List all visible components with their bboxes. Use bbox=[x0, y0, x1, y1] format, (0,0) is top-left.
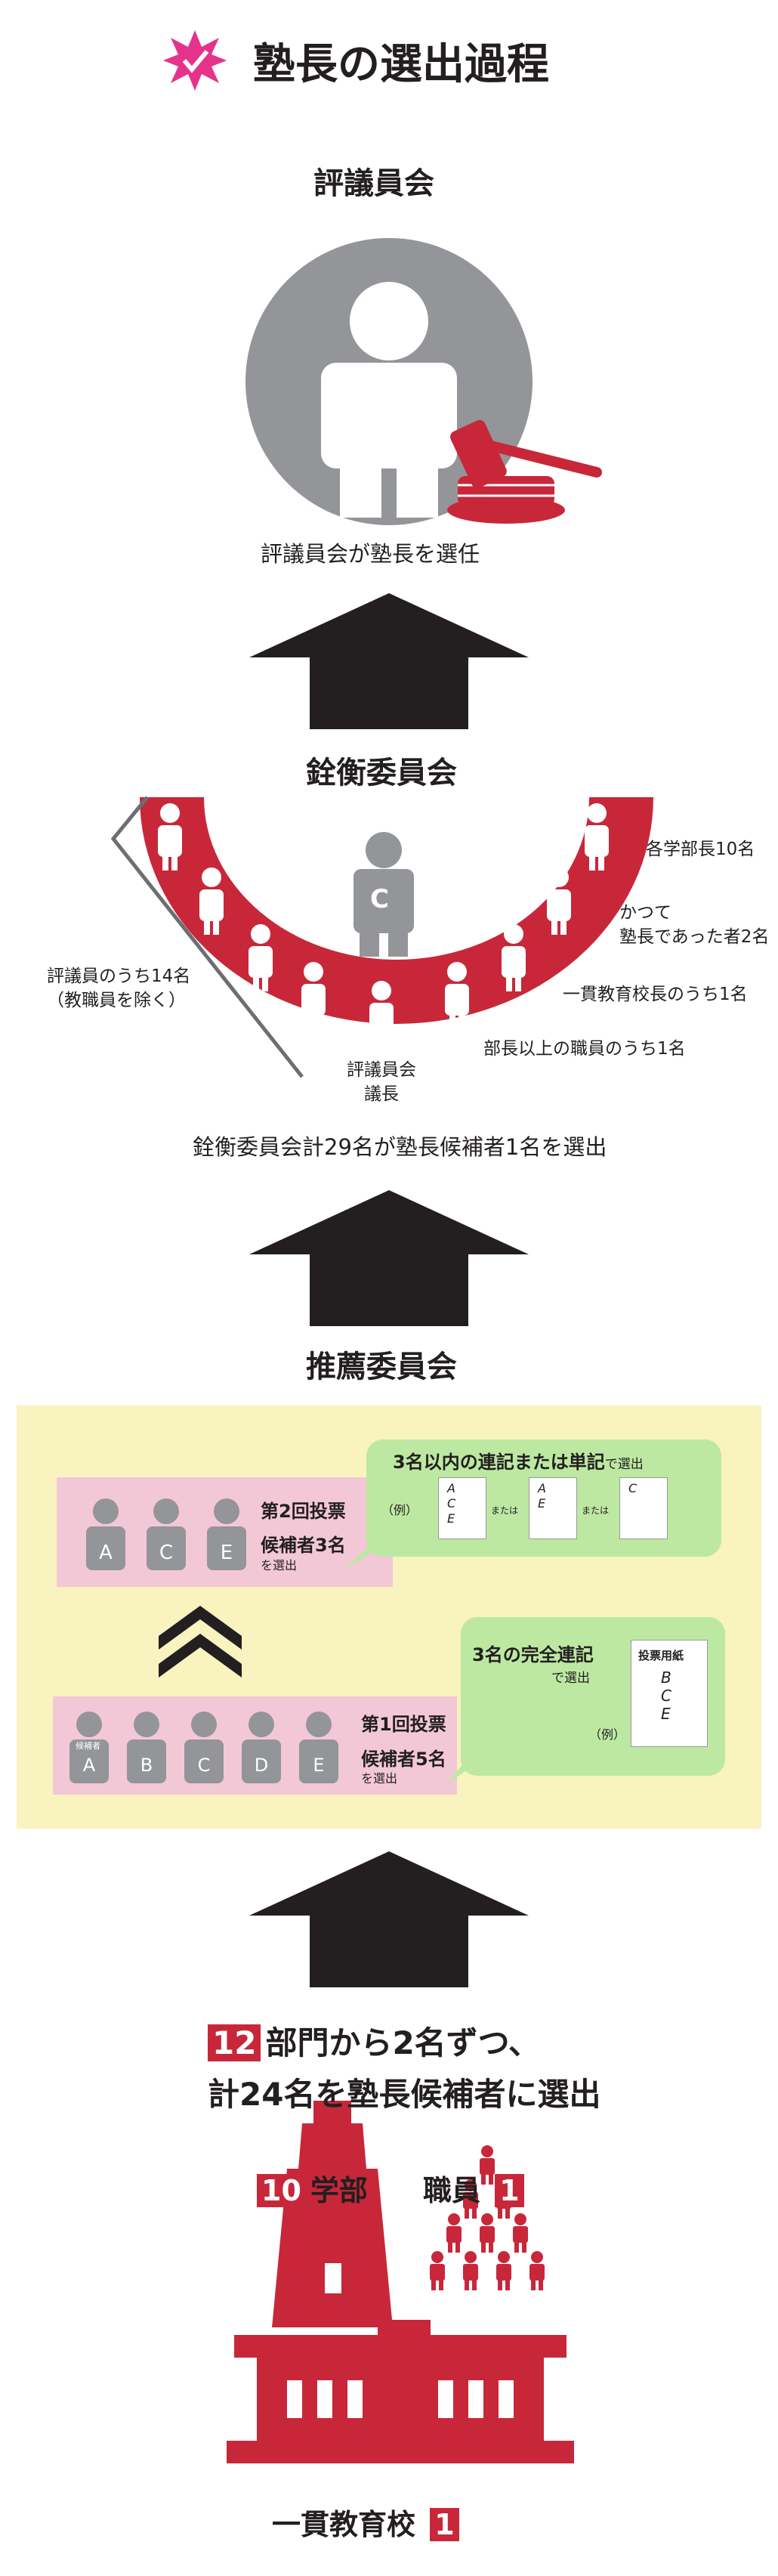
left-bracket bbox=[110, 796, 304, 1078]
round2-ballot-1 bbox=[438, 1477, 486, 1539]
staff-label: 職員 1 bbox=[423, 2167, 529, 2209]
round1-bubble-suffix: で選出 bbox=[551, 1671, 590, 1686]
round2-result-sub: を選出 bbox=[261, 1558, 298, 1573]
label-former-presidents-1: かつて bbox=[619, 903, 671, 923]
label-former-presidents-2: 塾長であった者2名 bbox=[619, 927, 770, 947]
round1-result: 候補者5名 bbox=[361, 1749, 446, 1770]
label-chair-2: 議長 bbox=[364, 1084, 399, 1104]
round2-example-label: （例） bbox=[381, 1503, 418, 1517]
committee-heading: 銓衡委員会 bbox=[306, 756, 457, 790]
committee-caption: 銓衡委員会計29名が塾長候補者1名を選出 bbox=[193, 1134, 607, 1160]
nomination-heading: 推薦委員会 bbox=[306, 1350, 457, 1384]
round2-ballot-3 bbox=[619, 1477, 668, 1539]
round2-bubble-title: 3名以内の連記または単記で選出 bbox=[393, 1452, 644, 1473]
label-staff-director: 部長以上の職員のうち1名 bbox=[483, 1039, 686, 1059]
label-councilors-2: （教職員を除く） bbox=[47, 991, 186, 1010]
round2-letter-2: C bbox=[159, 1542, 174, 1564]
school-building-icon bbox=[227, 2320, 574, 2463]
gavel-icon bbox=[447, 419, 602, 524]
arrow-up-2 bbox=[249, 1190, 529, 1326]
round1-letter-5: E bbox=[313, 1755, 325, 1776]
chair-person bbox=[353, 832, 414, 957]
round2-title: 第2回投票 bbox=[261, 1501, 346, 1522]
round2-or-1: または bbox=[491, 1505, 519, 1516]
round1-example-label: （例） bbox=[589, 1727, 626, 1742]
council-heading: 評議員会 bbox=[313, 166, 434, 201]
round1-letter-3: C bbox=[197, 1755, 211, 1776]
council-caption: 評議員会が塾長を選任 bbox=[261, 541, 480, 567]
round2-ballot-2 bbox=[529, 1477, 577, 1539]
label-councilors-1: 評議員のうち14名 bbox=[47, 966, 191, 986]
round1-letter-2: B bbox=[140, 1755, 153, 1776]
chair-letter: C bbox=[370, 884, 389, 914]
page-title: 塾長の選出過程 bbox=[253, 40, 549, 89]
round1-candidate-tag: 候補者 bbox=[76, 1741, 100, 1751]
label-school-principal: 一貫教育校長のうち1名 bbox=[563, 985, 748, 1004]
round1-bubble-title: 3名の完全連記 bbox=[472, 1644, 594, 1665]
arrow-up-1 bbox=[249, 593, 529, 729]
round1-letter-1: A bbox=[82, 1755, 96, 1776]
round2-or-2: または bbox=[582, 1505, 610, 1516]
round2-letter-3: E bbox=[220, 1542, 233, 1564]
round1-paper-title: 投票用紙 bbox=[638, 1649, 684, 1662]
faculty-tower-icon bbox=[272, 2101, 393, 2327]
arrow-up-3 bbox=[249, 1851, 529, 1987]
departments-line-2: 計24名を塾長候補者に選出 bbox=[208, 2076, 601, 2113]
round2-result: 候補者3名 bbox=[261, 1535, 346, 1556]
round1-title: 第1回投票 bbox=[361, 1714, 446, 1735]
school-label: 一貫教育校 1 bbox=[272, 2501, 464, 2543]
label-deans: 各学部長10名 bbox=[646, 840, 755, 859]
chevron-up-icon bbox=[159, 1606, 242, 1678]
round1-candidates bbox=[69, 1712, 338, 1783]
round1-letter-4: D bbox=[254, 1755, 269, 1776]
round2-letter-1: A bbox=[99, 1542, 113, 1564]
title-star-icon bbox=[163, 30, 227, 91]
label-chair-1: 評議員会 bbox=[347, 1060, 416, 1080]
round1-bubble-tail bbox=[446, 1753, 491, 1785]
round2-ballot-3-text: C bbox=[628, 1481, 638, 1495]
round1-ballot-paper bbox=[631, 1640, 708, 1747]
round2-bubble-tail bbox=[344, 1542, 389, 1570]
round1-result-sub: を選出 bbox=[361, 1771, 398, 1786]
departments-count-badge: 12 bbox=[208, 2024, 261, 2061]
